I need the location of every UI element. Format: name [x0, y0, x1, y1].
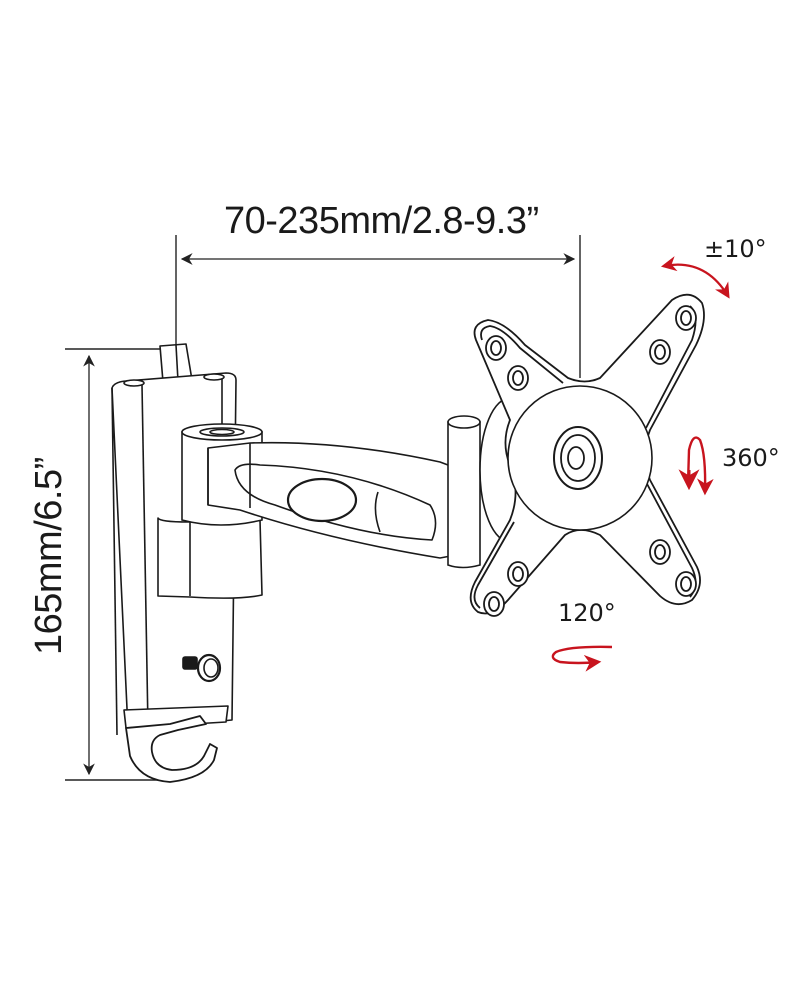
pivot-joint-head [447, 415, 481, 569]
rotation-arrow-icon [678, 436, 714, 496]
swivel-arrow-icon [551, 645, 613, 672]
swivel-angle-label: 120° [558, 599, 616, 627]
tilt-arrow-icon [660, 256, 730, 299]
locking-knob [182, 653, 222, 683]
wall-bracket [111, 343, 263, 783]
tilt-angle-label: ±10° [704, 235, 767, 263]
horizontal-dimension-label: 70-235mm/2.8-9.3” [224, 200, 539, 242]
cable-hook [125, 715, 218, 783]
rotation-angle-label: 360° [722, 444, 780, 472]
extension-arm [207, 441, 457, 559]
mounting-holes [483, 305, 697, 617]
vesa-mounting-plate [469, 293, 705, 617]
vertical-dimension-label: 165mm/6.5” [28, 457, 70, 655]
